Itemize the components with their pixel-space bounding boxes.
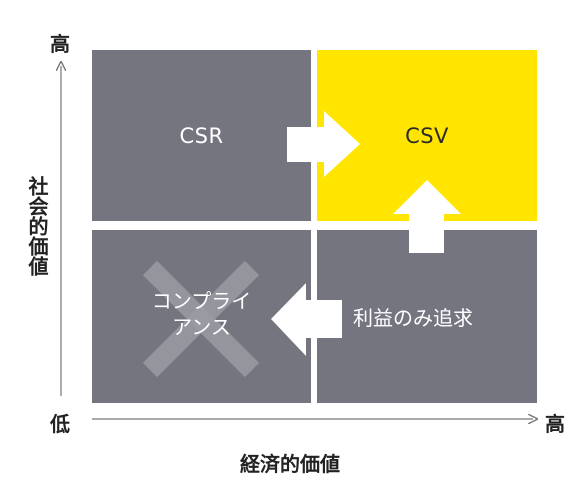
profit-only-label: 利益のみ追求 <box>353 306 473 330</box>
compliance-label: コンプライ アンス <box>92 288 311 340</box>
csv-label: CSV <box>405 123 449 148</box>
csr-label: CSR <box>179 123 224 148</box>
quadrant-csv: CSV <box>317 50 537 221</box>
y-axis-high-label: 高 <box>50 32 70 56</box>
y-axis-low-label: 低 <box>50 412 70 436</box>
compliance-label-line1: コンプライ <box>151 289 252 313</box>
y-axis-title: 社会的価値 <box>25 176 49 276</box>
compliance-label-line2: アンス <box>172 315 231 339</box>
x-axis-high-label: 高 <box>545 412 565 436</box>
quadrant-csr: CSR <box>92 50 311 221</box>
x-axis-title: 経済的価値 <box>240 452 340 476</box>
quadrant-compliance: コンプライ アンス <box>92 230 311 403</box>
quadrant-profit-only: 利益のみ追求 <box>317 230 537 403</box>
